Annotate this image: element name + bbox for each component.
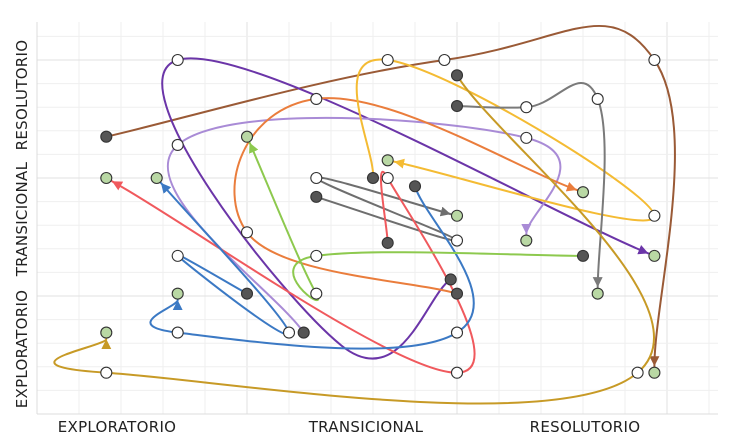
trajectory-red-node-end	[100, 171, 113, 185]
trajectory-yellow-node-end	[381, 154, 394, 167]
trajectory-gold-line	[53, 74, 655, 405]
trajectory-yellow-line	[355, 58, 656, 222]
trajectory-gray-b-node-intermediate	[450, 234, 464, 247]
trajectory-lavender-node-intermediate	[171, 138, 184, 152]
trajectory-gray-b-node-intermediate	[310, 171, 323, 185]
trajectory-gray-b-node-start	[310, 190, 323, 203]
trajectory-red-node-intermediate	[381, 171, 394, 185]
trajectory-brown-node-end	[648, 366, 661, 379]
trajectory-green-line	[248, 141, 584, 301]
trajectory-gold-node-intermediate	[100, 366, 113, 379]
trajectory-lavender-node-intermediate	[520, 131, 533, 144]
trajectory-orange-line	[233, 97, 578, 295]
trajectory-blue-b-node-start	[240, 287, 254, 300]
trajectory-blue-b-node-intermediate	[171, 249, 184, 262]
trajectory-brown-node-intermediate	[438, 53, 451, 67]
trajectory-gray-a-node-end	[591, 287, 604, 300]
x-tick-label-exploratorio: EXPLORATORIO	[58, 418, 177, 436]
trajectory-orange-node-intermediate	[310, 92, 323, 105]
trajectory-purple-node-end	[648, 249, 661, 262]
trajectory-gold-node-start	[450, 69, 464, 82]
trajectory-paths	[53, 25, 676, 405]
trajectory-orange-node-intermediate	[240, 226, 254, 239]
trajectory-gray-a-node-intermediate	[591, 92, 604, 105]
trajectory-lavender-node-end	[520, 234, 533, 247]
y-tick-label-transicional: TRANSICIONAL	[13, 161, 31, 277]
trajectory-blue-a-node-end	[171, 287, 184, 300]
trajectory-brown-node-start	[100, 130, 113, 143]
trajectory-brown-node-intermediate	[648, 53, 661, 67]
x-tick-label-transicional: TRANSICIONAL	[308, 418, 424, 436]
trajectory-blue-a-node-start	[408, 180, 422, 193]
trajectory-yellow-node-start	[366, 171, 380, 185]
trajectory-blue-b-line	[159, 181, 291, 336]
trajectory-yellow-node-intermediate	[648, 209, 661, 222]
axis-labels: RESOLUTORIO TRANSICIONAL EXPLORATORIO EX…	[13, 40, 640, 436]
trajectory-yellow-node-intermediate	[381, 53, 394, 67]
trajectory-red-line	[111, 170, 476, 374]
trajectory-gray-a-node-intermediate	[520, 101, 533, 114]
trajectory-blue-a-line	[149, 185, 475, 350]
trajectory-orange-node-start	[450, 287, 464, 300]
trajectory-green-node-start	[576, 249, 590, 262]
trajectory-green-node-intermediate	[310, 287, 323, 300]
trajectory-orange-node-end	[576, 186, 590, 199]
trajectory-blue-b-node-intermediate	[282, 326, 296, 339]
trajectory-green-node-intermediate	[310, 249, 323, 262]
trajectory-brown-line	[105, 25, 676, 368]
trajectory-gold-node-end	[100, 326, 113, 339]
trajectory-gold-node-intermediate	[631, 366, 644, 379]
trajectory-lavender-node-start	[297, 326, 310, 339]
y-tick-label-resolutorio: RESOLUTORIO	[13, 40, 31, 151]
trajectory-blue-a-node-intermediate	[171, 326, 184, 339]
trajectory-green-node-end	[240, 130, 254, 143]
trajectory-nodes	[100, 53, 661, 379]
trajectory-purple-node-intermediate	[171, 53, 184, 67]
trajectory-gray-a-line	[456, 82, 606, 289]
trajectory-red-node-intermediate	[450, 366, 464, 379]
x-tick-label-resolutorio: RESOLUTORIO	[530, 418, 641, 436]
trajectory-blue-a-node-intermediate	[450, 326, 464, 339]
trajectory-blue-b-node-end	[150, 171, 163, 185]
trajectory-gray-a-node-start	[450, 99, 464, 113]
y-tick-label-exploratorio: EXPLORATORIO	[13, 290, 31, 409]
trajectory-gray-b-node-end	[450, 209, 464, 222]
trajectory-gray-b-line	[315, 176, 459, 242]
trajectory-purple-node-start	[444, 273, 457, 286]
trajectory-red-node-start	[381, 236, 394, 249]
